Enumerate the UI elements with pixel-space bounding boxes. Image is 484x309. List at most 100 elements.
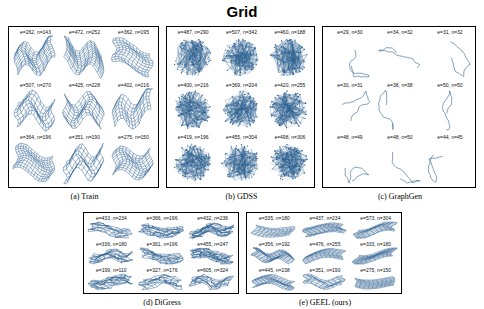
graph-node-dot — [275, 153, 276, 154]
graph-node-dot — [223, 60, 224, 61]
graph-node-dot — [180, 63, 181, 64]
graph-node-dot — [188, 70, 189, 71]
graph-node-dot — [293, 112, 294, 113]
graph-node-dot — [282, 119, 283, 120]
graph-node-dot — [287, 40, 288, 41]
graph-stats-label: e=432, n=236 — [197, 215, 228, 221]
graph-node-dot — [242, 90, 243, 91]
graph-node-dot — [230, 60, 231, 61]
graph-node-dot — [244, 173, 245, 174]
graph-stats-label: e=199, n=110 — [96, 267, 127, 273]
graph-node-dot — [182, 69, 183, 70]
graph-stats-label: e=275, n=150 — [360, 267, 391, 273]
graph-node-dot — [256, 64, 257, 65]
graph-node-dot — [302, 150, 303, 151]
graph-node-dot — [224, 111, 225, 112]
graph-node-dot — [294, 172, 295, 173]
graph-node-dot — [183, 155, 184, 156]
graph-node-dot — [197, 61, 198, 62]
graph-node-dot — [298, 116, 299, 117]
graph-node-dot — [293, 63, 294, 64]
graph-node-dot — [292, 50, 293, 51]
graph-node-dot — [190, 58, 191, 59]
graph-node-dot — [182, 171, 183, 172]
graph-node-dot — [202, 46, 203, 47]
graph-drawing — [252, 274, 294, 290]
graph-drawing — [88, 274, 133, 289]
graph-node-dot — [226, 164, 227, 165]
result-panel: (a) Traine=262, n=143e=472, n=252e=362, … — [8, 26, 159, 188]
graph-node-dot — [208, 61, 209, 62]
panel-caption: (d) DiGress — [143, 298, 181, 308]
graph-node-dot — [193, 101, 194, 102]
graph-node-dot — [227, 70, 228, 71]
graph-node-dot — [255, 156, 256, 157]
graph-node-dot — [193, 126, 194, 127]
graph-node-dot — [241, 144, 242, 145]
graph-node-dot — [194, 145, 195, 146]
graph-stats-label: e=48, n=49 — [337, 134, 362, 140]
graph-node-dot — [198, 127, 199, 128]
graph-node-dot — [234, 116, 235, 117]
graph-node-dot — [201, 44, 202, 45]
graph-node-dot — [231, 118, 232, 119]
graph-node-dot — [235, 158, 236, 159]
graph-node-dot — [298, 60, 299, 61]
graph-stats-label: e=262, n=143 — [20, 29, 51, 35]
graph-drawing — [352, 248, 397, 264]
graph-node-dot — [198, 68, 199, 69]
graph-node-dot — [236, 73, 237, 74]
graph-drawing — [271, 144, 308, 180]
graph-node-dot — [192, 58, 193, 59]
graph-stats-label: e=351, n=190 — [69, 134, 100, 140]
graph-node-dot — [251, 177, 252, 178]
graph-drawing — [251, 225, 295, 237]
graph-node-dot — [280, 164, 281, 165]
graph-node-dot — [202, 48, 203, 49]
graph-node-dot — [244, 40, 245, 41]
graph-node-dot — [238, 40, 239, 41]
graph-node-dot — [272, 160, 273, 161]
graph-node-dot — [242, 63, 243, 64]
graph-node-dot — [288, 67, 289, 68]
graph-node-dot — [192, 64, 193, 65]
graph-node-dot — [249, 157, 250, 158]
graph-node-dot — [300, 170, 301, 171]
graph-node-dot — [186, 149, 187, 150]
graph-node-dot — [196, 48, 197, 49]
graph-node-dot — [207, 164, 208, 165]
graph-node-dot — [292, 67, 293, 68]
graph-node-dot — [207, 120, 208, 121]
graph-node-dot — [192, 43, 193, 44]
graph-node-dot — [174, 64, 175, 65]
graph-node-dot — [188, 106, 189, 107]
graph-drawing — [379, 91, 394, 130]
graph-node-dot — [299, 101, 300, 102]
graph-drawing — [443, 91, 452, 130]
graph-node-dot — [185, 149, 186, 150]
graph-node-dot — [184, 101, 185, 102]
graph-node-dot — [283, 62, 284, 63]
graph-node-dot — [191, 92, 192, 93]
graph-node-dot — [277, 55, 278, 56]
graph-node-dot — [289, 109, 290, 110]
graph-node-dot — [193, 126, 194, 127]
graph-node-dot — [290, 108, 291, 109]
graph-node-dot — [208, 169, 209, 170]
graph-node-dot — [201, 45, 202, 46]
graph-node-dot — [280, 167, 281, 168]
graph-node-dot — [179, 105, 180, 106]
graph-node-dot — [193, 146, 194, 147]
graph-node-dot — [198, 157, 199, 158]
graph-node-dot — [205, 99, 206, 100]
graph-node-dot — [273, 55, 274, 56]
graph-node-dot — [256, 160, 257, 161]
graph-node-dot — [206, 155, 207, 156]
graph-node-dot — [238, 63, 239, 64]
graph-node-dot — [193, 160, 194, 161]
graph-node-dot — [183, 48, 184, 49]
graph-node-dot — [236, 145, 237, 146]
graph-node-dot — [252, 54, 253, 55]
graph-node-dot — [240, 114, 241, 115]
graph-node-dot — [298, 52, 299, 53]
